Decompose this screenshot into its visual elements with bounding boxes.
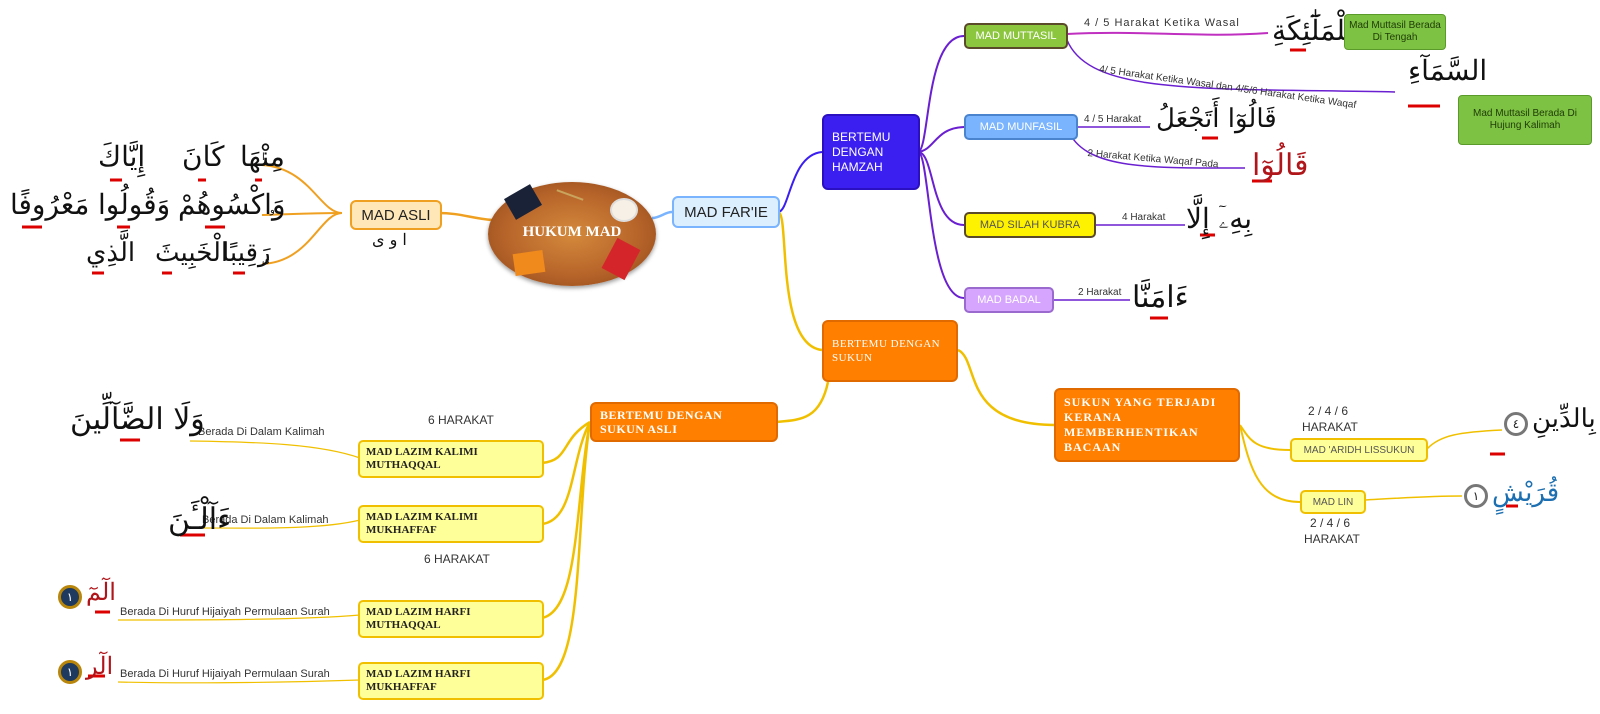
hamzah-node[interactable]: BERTEMU DENGAN HAMZAH	[822, 114, 920, 190]
mad-lin-node[interactable]: MAD LIN	[1300, 490, 1366, 514]
mad-muttasil-label: MAD MUTTASIL	[975, 30, 1057, 42]
mad-lazim-harfi-muthaqqal-node[interactable]: MAD LAZIM HARFI MUTHAQQAL	[358, 600, 544, 638]
sukun-label: BERTEMU DENGAN SUKUN	[832, 338, 941, 364]
mad-asli-example: مَعْرُوفًا	[10, 188, 90, 221]
mad-lin-label: MAD LIN	[1312, 496, 1354, 508]
item-example: الٓر	[86, 652, 114, 680]
lin-ayah-badge: ١	[1464, 484, 1488, 508]
aridh-ayah-badge: ٤	[1504, 412, 1528, 436]
item-label: MAD LAZIM KALIMI MUKHAFFAF	[366, 511, 478, 536]
mad-asli-example: الَّذِي	[86, 238, 136, 268]
munfasil-example-2: قَالُوٓا	[1252, 148, 1309, 183]
center-title: HUKUM MAD	[522, 224, 622, 240]
mad-lazim-kalimi-muthaqqal-node[interactable]: MAD LAZIM KALIMI MUTHAQQAL	[358, 440, 544, 478]
lin-harakat-word: HARAKAT	[1304, 532, 1360, 546]
mad-asli-example: وَقُولُوا	[98, 188, 171, 221]
mad-aridh-label: MAD 'ARIDH LISSUKUN	[1303, 444, 1415, 456]
mad-silah-label: MAD SILAH KUBRA	[979, 219, 1081, 231]
asli-harakat-mid: 6 HARAKAT	[424, 552, 490, 566]
mad-aridh-node[interactable]: MAD 'ARIDH LISSUKUN	[1290, 438, 1428, 462]
badal-example: ءَامَنَّا	[1132, 280, 1189, 315]
badal-rule: 2 Harakat	[1078, 287, 1122, 298]
muttasil-rule-1: 4 / 5 Harakat Ketika Wasal	[1084, 17, 1240, 29]
mad-asli-example: وَاكْسُوهُمْ	[178, 188, 286, 221]
mad-farie-node[interactable]: MAD FAR'IE	[672, 196, 780, 228]
mad-asli-mark-1: ا	[262, 152, 265, 163]
mad-asli-example: مِنْهَا	[240, 140, 285, 173]
mad-asli-mark-3: ى	[262, 255, 270, 266]
mad-asli-node[interactable]: MAD ASLI	[350, 200, 442, 230]
sukun-berhenti-label: SUKUN YANG TERJADI KERANA MEMBERHENTIKAN…	[1064, 395, 1217, 454]
item-note: Berada Di Dalam Kalimah	[202, 514, 329, 526]
coffee-cup-icon	[610, 198, 638, 222]
mad-asli-mark-2: و	[270, 205, 275, 216]
item-note: Berada Di Huruf Hijaiyah Permulaan Surah	[120, 606, 330, 618]
muttasil-note-2-text: Mad Muttasil Berada Di Hujung Kalimah	[1473, 108, 1577, 131]
mad-asli-example: رَقِيبًا	[222, 238, 271, 268]
mad-asli-example: الْخَبِيثَ	[155, 238, 229, 268]
mad-farie-label: MAD FAR'IE	[684, 203, 768, 221]
center-node[interactable]: HUKUM MAD	[488, 182, 656, 286]
item-label: MAD LAZIM HARFI MUTHAQQAL	[366, 606, 471, 631]
item-note: Berada Di Dalam Kalimah	[198, 426, 325, 438]
item-label: MAD LAZIM KALIMI MUTHAQQAL	[366, 446, 478, 471]
ayah-badge: ١	[58, 660, 82, 684]
item-example: ءَآلْـَٔنَ	[168, 502, 232, 537]
item-example: الٓمٓ	[86, 578, 116, 606]
mad-asli-label: MAD ASLI	[361, 206, 431, 224]
mad-asli-example: كَانَ	[182, 140, 225, 173]
item-note: Berada Di Huruf Hijaiyah Permulaan Surah	[120, 668, 330, 680]
silah-example: بِهِۦٓ إِلَّا	[1186, 202, 1253, 235]
sukun-berhenti-node[interactable]: SUKUN YANG TERJADI KERANA MEMBERHENTIKAN…	[1054, 388, 1240, 462]
muttasil-example-2: السَّمَآءِ	[1408, 54, 1488, 87]
mad-munfasil-node[interactable]: MAD MUNFASIL	[964, 114, 1078, 140]
hamzah-label: BERTEMU DENGAN HAMZAH	[832, 129, 891, 174]
mad-badal-label: MAD BADAL	[977, 294, 1041, 306]
aridh-harakat: 2 / 4 / 6	[1308, 404, 1349, 418]
lin-example: قُرَيْشٍ	[1492, 478, 1560, 508]
silah-rule: 4 Harakat	[1122, 212, 1166, 223]
pen-icon	[556, 189, 584, 201]
orange-book-icon	[512, 250, 546, 276]
mad-lazim-harfi-mukhaffaf-node[interactable]: MAD LAZIM HARFI MUKHAFFAF	[358, 662, 544, 700]
aridh-example: بِالدِّينِ	[1532, 404, 1596, 434]
lin-harakat: 2 / 4 / 6	[1310, 516, 1351, 530]
muttasil-note-2: Mad Muttasil Berada Di Hujung Kalimah	[1458, 95, 1592, 145]
sukun-asli-node[interactable]: BERTEMU DENGAN SUKUN ASLI	[590, 402, 778, 442]
aridh-harakat-word: HARAKAT	[1302, 420, 1358, 434]
asli-harakat-top: 6 HARAKAT	[428, 413, 494, 427]
sukun-asli-label: BERTEMU DENGAN SUKUN ASLI	[600, 408, 723, 436]
mad-asli-example: إِيَّاكَ	[98, 140, 146, 173]
muttasil-note-1: Mad Muttasil Berada Di Tengah	[1344, 14, 1446, 50]
mad-silah-node[interactable]: MAD SILAH KUBRA	[964, 212, 1096, 238]
item-example: وَلَا الضَّآلِّينَ	[70, 402, 205, 437]
sukun-node[interactable]: BERTEMU DENGAN SUKUN	[822, 320, 958, 382]
muttasil-example-1: لِلْمَلَٰٓئِكَةِ	[1272, 14, 1355, 47]
ayah-badge: ١	[58, 585, 82, 609]
munfasil-rule-1: 4 / 5 Harakat	[1084, 114, 1142, 125]
mad-lazim-kalimi-mukhaffaf-node[interactable]: MAD LAZIM KALIMI MUKHAFFAF	[358, 505, 544, 543]
munfasil-example-1: قَالُوٓا أَتَجْعَلُ	[1156, 104, 1277, 134]
muttasil-note-1-text: Mad Muttasil Berada Di Tengah	[1349, 20, 1441, 43]
item-label: MAD LAZIM HARFI MUKHAFFAF	[366, 668, 471, 693]
mad-badal-node[interactable]: MAD BADAL	[964, 287, 1054, 313]
mad-munfasil-label: MAD MUNFASIL	[979, 121, 1063, 133]
mad-muttasil-node[interactable]: MAD MUTTASIL	[964, 23, 1068, 49]
mad-asli-letters: ا و ى	[372, 230, 407, 249]
